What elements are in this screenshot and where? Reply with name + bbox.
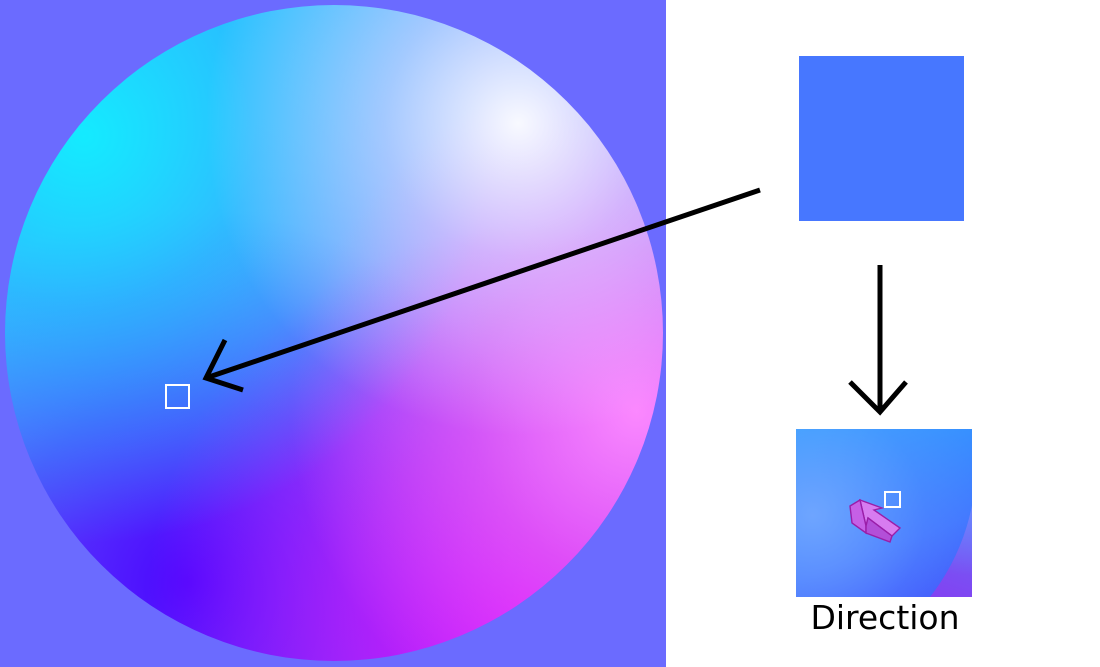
tile-sphere-area bbox=[796, 429, 972, 597]
normal-map-panel bbox=[0, 0, 666, 667]
direction-arrow-icon bbox=[849, 498, 902, 543]
direction-result-tile bbox=[796, 429, 972, 597]
normal-sphere bbox=[5, 5, 663, 661]
source-color-swatch bbox=[799, 56, 964, 221]
direction-label: Direction bbox=[810, 598, 960, 637]
tile-marker-square bbox=[884, 491, 901, 508]
sample-marker-square bbox=[165, 384, 190, 409]
down-arrow-head bbox=[848, 380, 908, 416]
